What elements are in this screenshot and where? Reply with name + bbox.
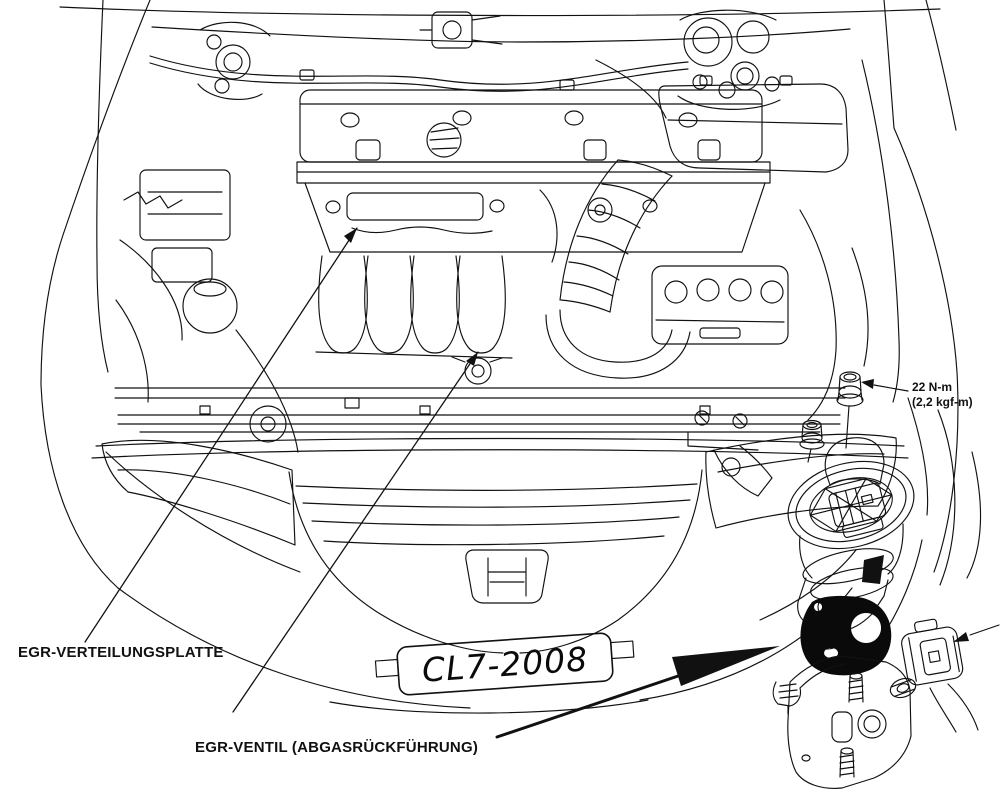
right-harness: [539, 189, 869, 421]
headlight-right: [705, 433, 897, 529]
car-body-outline: [40, 0, 959, 641]
harness-clip: [772, 681, 802, 715]
hood-latch: [419, 11, 503, 49]
flange-nut: [799, 419, 825, 463]
torque-callout: 22 N-m (2,2 kgf-m): [912, 380, 973, 410]
torque-leader-arrow: [861, 379, 909, 392]
egr-valve-pointer-arrow: [495, 646, 780, 739]
connector-boot: [929, 683, 979, 733]
mounting-studs: [839, 672, 864, 778]
leader-line-egr-plate: [84, 227, 358, 643]
left-engine-components: [115, 169, 299, 453]
label-egr-valve: EGR-VENTIL (ABGASRÜCKFÜHRUNG): [195, 739, 479, 756]
wiring-harness: [149, 55, 689, 119]
intake-manifold-plate: [346, 192, 484, 221]
grommet: [889, 677, 917, 699]
harness-connector: [901, 618, 964, 686]
license-plate-area: [374, 632, 635, 696]
torque-alt-value: (2,2 kgf-m): [912, 395, 973, 409]
radiator-hose: [545, 309, 691, 379]
honda-emblem-icon: [465, 549, 549, 604]
leader-line-egr-valve: [232, 351, 479, 713]
torque-value: 22 N-m: [912, 380, 953, 394]
egr-valve-detail: [772, 371, 979, 789]
intake-manifold: [304, 182, 766, 253]
strut-tower-right: [677, 9, 781, 110]
intake-air-duct: [559, 159, 673, 313]
headlight-left: [101, 439, 296, 546]
fender-background-lines: [907, 397, 982, 586]
cylinder-head-edge: [296, 161, 771, 184]
radiator-support: [114, 387, 846, 497]
intake-runners: [315, 255, 513, 359]
oil-filler-cap: [426, 122, 462, 158]
valve-cover: [299, 89, 763, 163]
air-cleaner-box: [658, 75, 849, 173]
grille: [288, 469, 703, 654]
valve-gasket: [800, 595, 892, 676]
torque-nut: [836, 371, 864, 449]
valve-dome: [824, 437, 885, 486]
fuse-box: [651, 265, 789, 345]
valve-connector: [828, 482, 887, 539]
label-egr-distribution-plate: EGR-VERTEILUNGSPLATTE: [18, 644, 224, 661]
front-panel: [91, 437, 909, 459]
strut-tower-left: [197, 21, 271, 100]
egr-mounting-plate: [787, 655, 912, 789]
connector-leader-arrow: [953, 624, 1000, 642]
